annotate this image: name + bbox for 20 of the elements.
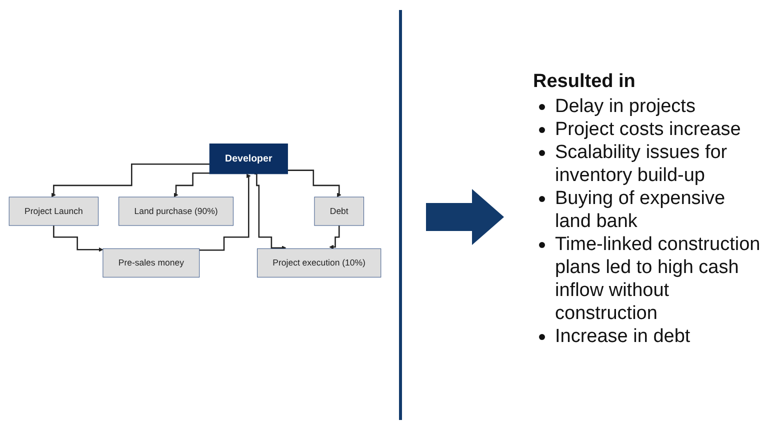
process-box: Project Launch xyxy=(8,196,99,226)
arrow xyxy=(51,164,210,198)
bullet-item: Project costs increase xyxy=(555,118,741,141)
arrow xyxy=(288,170,342,198)
arrow xyxy=(329,224,340,250)
process-box: Land purchase (90%) xyxy=(118,196,234,226)
arrow xyxy=(199,174,251,251)
arrow xyxy=(174,172,210,198)
arrow xyxy=(53,224,104,252)
process-box: Project execution (10%) xyxy=(257,248,382,278)
list-heading: Resulted in xyxy=(533,70,636,93)
process-box: Developer xyxy=(209,144,288,174)
bullet-item: Time-linked construction plans led to high cash inflow without construction xyxy=(555,233,762,325)
bullet-item: Delay in projects xyxy=(555,95,696,118)
arrow xyxy=(254,173,286,250)
bullet-item: Buying of expensive land bank xyxy=(555,187,726,233)
bullet-item: Increase in debt xyxy=(555,325,690,348)
process-box: Debt xyxy=(314,196,364,226)
process-box: Pre-sales money xyxy=(102,248,200,278)
bullet-item: Scalability issues for inventory build-up xyxy=(555,141,728,187)
